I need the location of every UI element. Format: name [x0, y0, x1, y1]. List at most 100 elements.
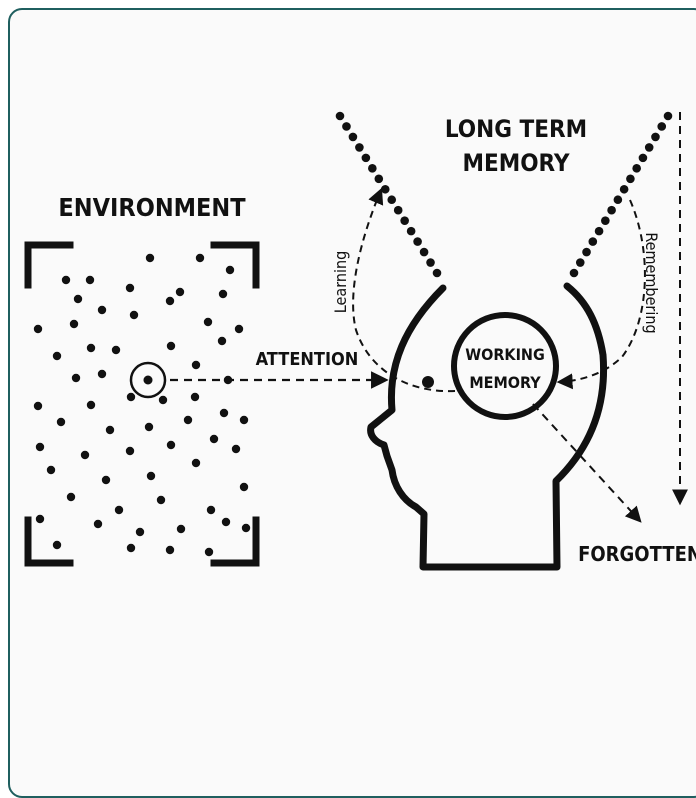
long-term-memory-dot: [380, 184, 390, 194]
long-term-memory-dot: [393, 205, 403, 215]
frame-corner-bottom-left: [24, 516, 74, 567]
environment-dot: [93, 519, 103, 529]
environment-dot: [190, 392, 200, 402]
environment-dot: [69, 319, 79, 329]
long-term-memory-dot: [575, 258, 585, 267]
long-term-memory-dot: [644, 143, 654, 152]
long-term-memory-dot: [588, 237, 598, 246]
environment-dot: [73, 294, 83, 304]
environment-dot: [135, 527, 145, 537]
environment-dot: [66, 492, 76, 502]
long-term-memory-left-boundary: [335, 111, 442, 278]
frame-corner-bottom-right: [210, 516, 260, 567]
environment-dot: [225, 265, 235, 275]
long-term-memory-dot: [406, 226, 416, 236]
environment-dot: [56, 417, 66, 427]
environment-dot: [218, 289, 228, 299]
environment-dot: [176, 524, 186, 534]
attention-focus-dot: [422, 376, 434, 388]
environment-dot: [165, 296, 175, 306]
long-term-memory-dot: [632, 164, 641, 173]
environment-dot: [144, 422, 154, 432]
long-term-memory-dot: [361, 153, 371, 163]
environment-dot: [114, 505, 124, 515]
working-memory-label-line2: MEMORY: [469, 373, 541, 392]
environment-dots: [33, 253, 251, 557]
environment-dot: [209, 434, 219, 444]
forgotten-arrow-from-working-memory: [532, 403, 642, 523]
long-term-memory-dot: [594, 226, 604, 236]
long-term-memory-dot: [335, 111, 345, 121]
environment-label: ENVIRONMENT: [58, 193, 246, 222]
long-term-memory-dot: [413, 237, 422, 246]
environment-dot: [183, 415, 193, 425]
attention-label: ATTENTION: [256, 349, 359, 370]
environment-dot: [191, 360, 201, 370]
learning-arrow: [352, 187, 456, 393]
long-term-memory-right-boundary: [569, 111, 673, 278]
long-term-memory-label-line1: LONG TERM: [445, 115, 587, 143]
environment-dot: [221, 517, 231, 527]
long-term-memory-dot: [348, 132, 358, 142]
environment-dot: [156, 495, 166, 505]
environment-dot: [206, 505, 216, 515]
attention-target-ring: [129, 361, 167, 399]
environment-dot: [125, 283, 135, 293]
environment-dot: [165, 545, 175, 555]
environment-dot: [166, 341, 176, 351]
long-term-memory-dot: [582, 247, 591, 257]
environment-dot: [97, 305, 107, 315]
environment-dot: [217, 336, 227, 346]
long-term-memory-dot: [374, 174, 384, 184]
frame-corner-top-left: [24, 241, 74, 289]
environment-frame: [24, 241, 260, 567]
long-term-memory-dot: [607, 205, 616, 215]
long-term-memory-dot: [601, 216, 610, 225]
long-term-memory-dot: [419, 247, 429, 257]
environment-dot: [204, 547, 214, 557]
working-memory-label-line1: WORKING: [465, 345, 545, 364]
attention-target-dot: [143, 375, 153, 385]
long-term-memory-dot: [638, 153, 648, 163]
environment-dot: [126, 543, 136, 553]
environment-dot: [203, 317, 213, 327]
environment-dot: [195, 253, 205, 263]
environment-dot: [61, 275, 71, 285]
environment-dot: [71, 373, 81, 383]
long-term-memory-dot: [368, 164, 377, 173]
environment-dot: [111, 345, 121, 355]
long-term-memory-label-line2: MEMORY: [462, 149, 569, 177]
environment-dot: [241, 523, 251, 533]
environment-dot: [105, 425, 115, 435]
environment-dot: [46, 465, 56, 475]
environment-dot: [234, 324, 244, 334]
long-term-memory-dot: [387, 195, 397, 205]
environment-dot: [219, 408, 229, 418]
long-term-memory-dot: [355, 143, 364, 152]
long-term-memory-dot: [400, 216, 409, 225]
environment-dot: [146, 471, 156, 481]
long-term-memory-dot: [657, 122, 667, 131]
environment-dot: [175, 287, 185, 297]
long-term-memory-dot: [342, 122, 351, 131]
environment-dot: [85, 275, 95, 285]
environment-dot: [231, 444, 241, 454]
environment-dot: [126, 392, 136, 402]
long-term-memory-dot: [432, 268, 442, 278]
environment-dot: [166, 440, 176, 450]
long-term-memory-dot: [619, 184, 629, 194]
environment-dot: [52, 351, 62, 361]
long-term-memory-dot: [426, 258, 435, 267]
environment-dot: [35, 442, 45, 452]
environment-dot: [52, 540, 62, 550]
environment-dot: [239, 482, 249, 492]
environment-dot: [101, 475, 111, 485]
environment-dot: [86, 343, 96, 353]
environment-dot: [33, 401, 43, 411]
environment-dot: [33, 324, 43, 334]
environment-dot: [125, 446, 135, 456]
working-memory-circle: [451, 312, 559, 420]
forgotten-label: FORGOTTEN: [578, 542, 696, 566]
long-term-memory-dot: [651, 132, 660, 142]
environment-dot: [86, 400, 96, 410]
